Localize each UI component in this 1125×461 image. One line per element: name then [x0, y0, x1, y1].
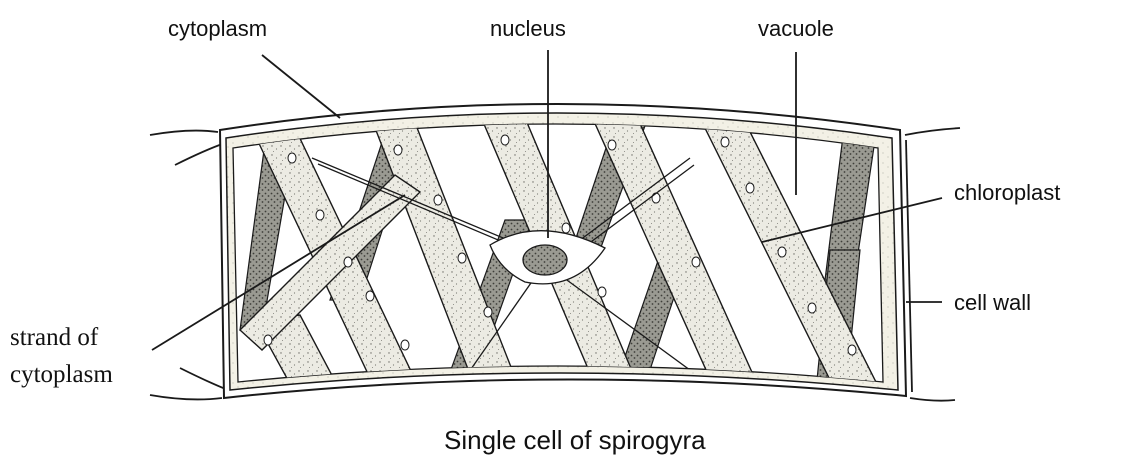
- pyrenoid: [458, 253, 466, 263]
- label-cell-wall: cell wall: [954, 290, 1031, 315]
- pyrenoid: [366, 291, 374, 301]
- label-cytoplasm: cytoplasm: [168, 16, 267, 41]
- label-chloroplast: chloroplast: [954, 180, 1060, 205]
- pyrenoid: [501, 135, 509, 145]
- label-strand-line1: strand of: [10, 324, 99, 351]
- pyrenoid: [288, 153, 296, 163]
- pyrenoid: [484, 307, 492, 317]
- pyrenoid: [778, 247, 786, 257]
- pyrenoid: [264, 335, 272, 345]
- pyrenoid: [344, 257, 352, 267]
- pyrenoid: [721, 137, 729, 147]
- label-strand-line2: cytoplasm: [10, 361, 113, 388]
- pyrenoid: [808, 303, 816, 313]
- pyrenoid: [434, 195, 442, 205]
- pyrenoid: [692, 257, 700, 267]
- right-cell-wall-top: [905, 128, 960, 135]
- pyrenoid: [608, 140, 616, 150]
- left-cell-wall-bottom: [150, 395, 222, 399]
- left-cell-wall-curve-bottom: [180, 368, 228, 390]
- label-nucleus: nucleus: [490, 16, 566, 41]
- left-cell-wall-top: [150, 131, 218, 135]
- left-cell-wall-curve-top: [175, 143, 225, 165]
- right-cross-wall: [906, 140, 912, 392]
- cytoplasm-leader: [262, 55, 340, 118]
- label-vacuole: vacuole: [758, 16, 834, 41]
- pyrenoid: [746, 183, 754, 193]
- right-cell-wall-bottom: [910, 398, 955, 401]
- pyrenoid: [598, 287, 606, 297]
- pyrenoid: [394, 145, 402, 155]
- pyrenoid: [848, 345, 856, 355]
- pyrenoid: [562, 223, 570, 233]
- nucleus-body: [523, 245, 567, 275]
- pyrenoid: [652, 193, 660, 203]
- pyrenoid: [316, 210, 324, 220]
- pyrenoid: [401, 340, 409, 350]
- diagram-caption: Single cell of spirogyra: [444, 425, 706, 455]
